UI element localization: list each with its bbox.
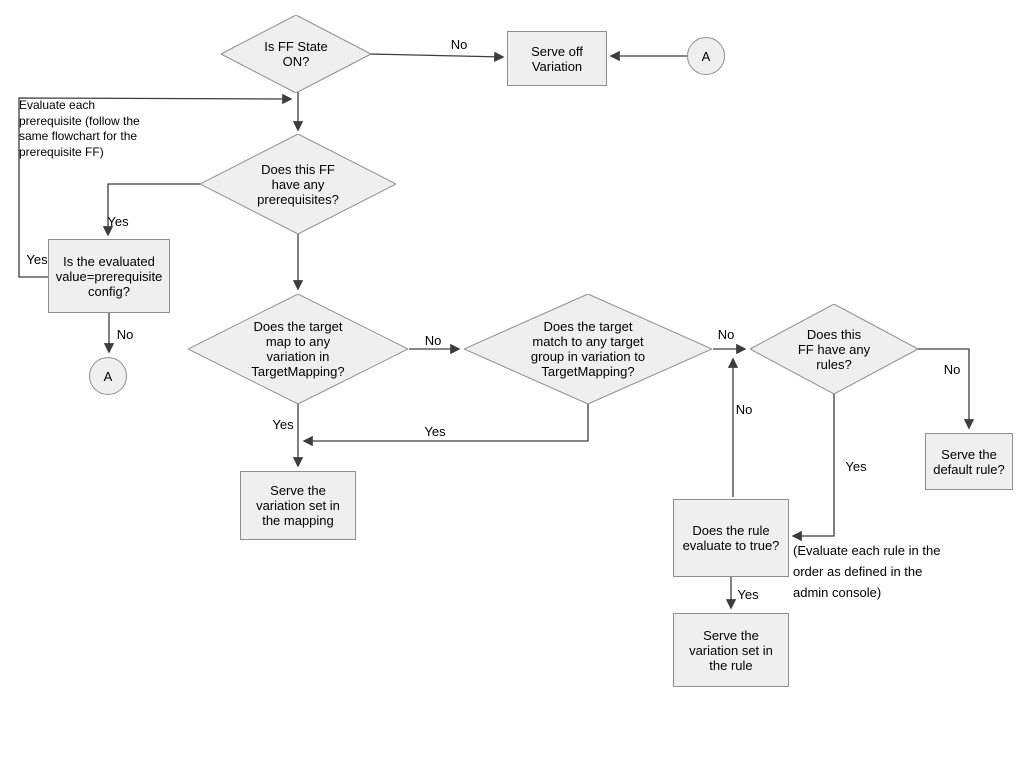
edge-rules-no (918, 348, 975, 430)
decision-target-group-label: Does the target match to any target grou… (530, 319, 646, 379)
process-rule-evaluates-true-label: Does the rule evaluate to true? (682, 523, 780, 553)
process-serve-default-rule: Serve the default rule? (925, 433, 1013, 490)
edge-label-yes-map: Yes (272, 417, 294, 432)
process-serve-off-variation: Serve off Variation (507, 31, 607, 86)
process-serve-off-variation-label: Serve off Variation (531, 43, 583, 74)
decision-has-prerequisites: Does this FF have any prerequisites? (200, 134, 396, 234)
edge-label-yes-rule-eval: Yes (737, 587, 759, 602)
edge-label-no-off: No (450, 37, 468, 52)
edge-label-no-rules: No (943, 362, 961, 377)
diamond-shape (221, 15, 371, 93)
diamond-shape (750, 304, 918, 394)
edge-label-no-group: No (717, 327, 735, 342)
connector-a-top-label: A (701, 48, 711, 64)
decision-target-mapping-label: Does the target map to any variation in … (251, 319, 345, 379)
edge-label-no-a: No (116, 327, 134, 342)
diamond-shape (464, 294, 712, 404)
connector-a-bottom: A (89, 357, 127, 395)
decision-target-mapping: Does the target map to any variation in … (188, 294, 408, 404)
decision-ff-state-on-label: Is FF State ON? (264, 39, 328, 69)
edge-label-yes-rules: Yes (845, 459, 867, 474)
note-evaluate-prerequisite: Evaluate each prerequisite (follow the s… (19, 98, 140, 159)
diamond-shape (200, 134, 396, 234)
decision-has-rules-label: Does this FF have any rules? (797, 326, 871, 372)
process-serve-default-rule-label: Serve the default rule? (933, 446, 1005, 477)
process-serve-mapping-variation: Serve the variation set in the mapping (240, 471, 356, 540)
note-evaluate-rules-order: (Evaluate each rule in the order as defi… (793, 543, 941, 600)
edge-label-no-map: No (424, 333, 442, 348)
decision-has-rules: Does this FF have any rules? (750, 304, 918, 394)
edge-label-no-rule-eval: No (735, 402, 753, 417)
process-prerequisite-config-label: Is the evaluated value=prerequisite conf… (55, 253, 163, 299)
edge-label-yes-loop: Yes (26, 252, 48, 267)
connector-a-bottom-label: A (103, 368, 113, 384)
decision-target-group: Does the target match to any target grou… (464, 294, 712, 404)
connector-a-top: A (687, 37, 725, 75)
edge-rules-yes (791, 394, 835, 542)
process-serve-rule-variation-label: Serve the variation set in the rule (689, 627, 773, 673)
edge-targetgroup-yes (302, 404, 589, 447)
edge-ffstate-no (368, 51, 505, 63)
edge-prereqs-yes (102, 183, 200, 237)
diamond-shape (188, 294, 408, 404)
edge-prereq-loop (18, 93, 293, 278)
decision-ff-state-on: Is FF State ON? (221, 15, 371, 93)
process-serve-rule-variation: Serve the variation set in the rule (673, 613, 789, 687)
edge-label-yes-group: Yes (424, 424, 446, 439)
process-prerequisite-config: Is the evaluated value=prerequisite conf… (48, 239, 170, 313)
process-serve-mapping-variation-label: Serve the variation set in the mapping (256, 483, 340, 528)
decision-has-prerequisites-label: Does this FF have any prerequisites? (257, 161, 339, 207)
edge-label-yes-prereq: Yes (107, 214, 129, 229)
process-rule-evaluates-true: Does the rule evaluate to true? (673, 499, 789, 577)
